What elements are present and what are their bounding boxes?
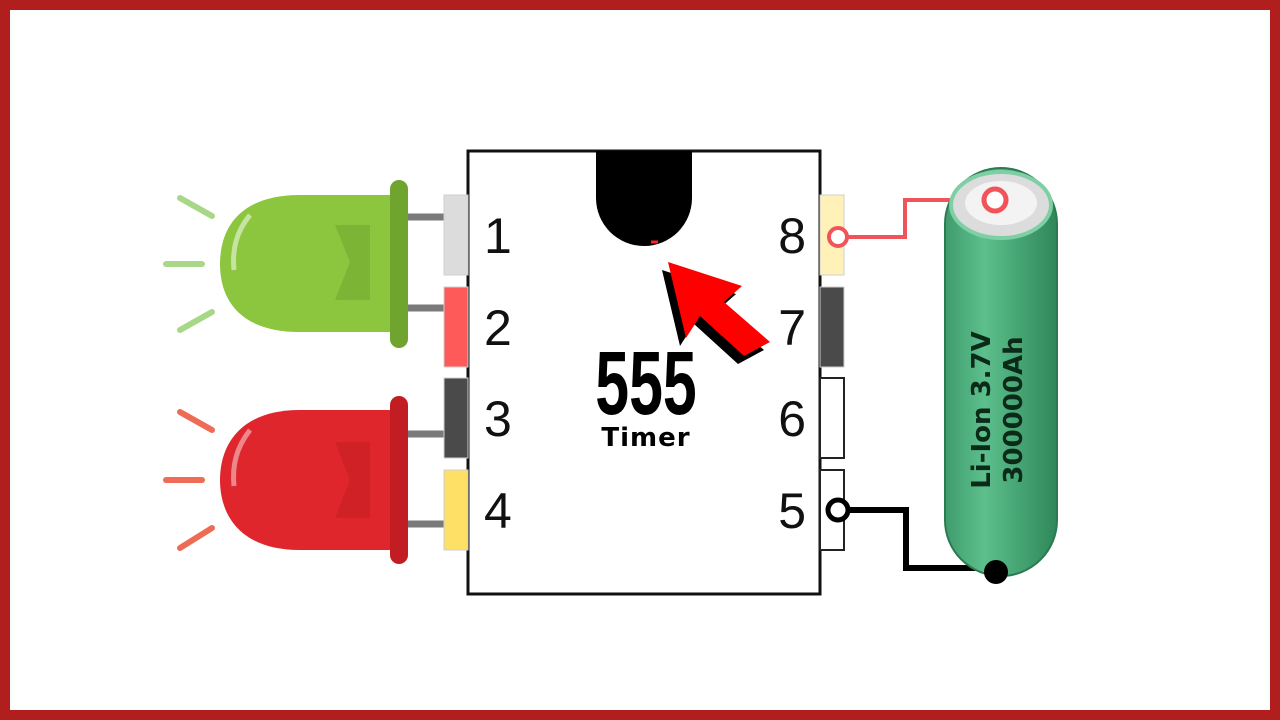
chip-notch xyxy=(596,151,692,246)
left-pin-3-pad xyxy=(443,377,469,459)
battery-negative-terminal xyxy=(984,560,1008,584)
pointer-arrow-icon xyxy=(662,262,770,364)
red-led xyxy=(163,396,448,564)
red-led-anvil xyxy=(335,442,370,518)
right-pin-5-number: 5 xyxy=(778,483,806,539)
right-pin-7-pad xyxy=(819,286,845,368)
negative-wire xyxy=(825,497,996,571)
right-pin-6-number: 6 xyxy=(778,391,806,447)
right-pin-6-pad xyxy=(819,377,845,459)
left-pin-3-number: 3 xyxy=(484,391,512,447)
pin8-terminal xyxy=(827,226,849,248)
left-pin-1-number: 1 xyxy=(484,208,512,264)
battery-label-line2: 300000Ah xyxy=(999,336,1029,483)
green-led-glow-lines xyxy=(163,195,215,333)
red-led-glow-lines xyxy=(163,409,215,551)
green-led xyxy=(163,180,448,348)
right-pin-8-number: 8 xyxy=(778,208,806,264)
battery-positive-terminal xyxy=(981,186,1009,214)
chip-name: 555 xyxy=(595,334,696,433)
left-pin-1-pad xyxy=(443,194,469,276)
left-pin-4-pad xyxy=(443,469,469,551)
red-led-rim xyxy=(390,396,408,564)
left-pin-2-pad xyxy=(443,286,469,368)
green-led-anvil xyxy=(335,225,370,300)
green-led-rim xyxy=(390,180,408,348)
555-timer-chip: 1 2 3 4 8 7 6 5 555 Timer xyxy=(443,149,845,596)
pin5-terminal xyxy=(825,497,851,523)
battery-label-line1: Li-Ion 3.7V xyxy=(967,331,997,489)
chip-subtitle: Timer xyxy=(601,423,690,453)
left-pin-4-number: 4 xyxy=(484,483,512,539)
li-ion-battery: Li-Ion 3.7V 300000Ah xyxy=(944,167,1058,584)
right-pin-pads: 8 7 6 5 xyxy=(778,194,845,551)
right-pin-7-number: 7 xyxy=(778,300,806,356)
left-pin-2-number: 2 xyxy=(484,300,512,356)
left-pin-pads: 1 2 3 4 xyxy=(443,194,512,551)
